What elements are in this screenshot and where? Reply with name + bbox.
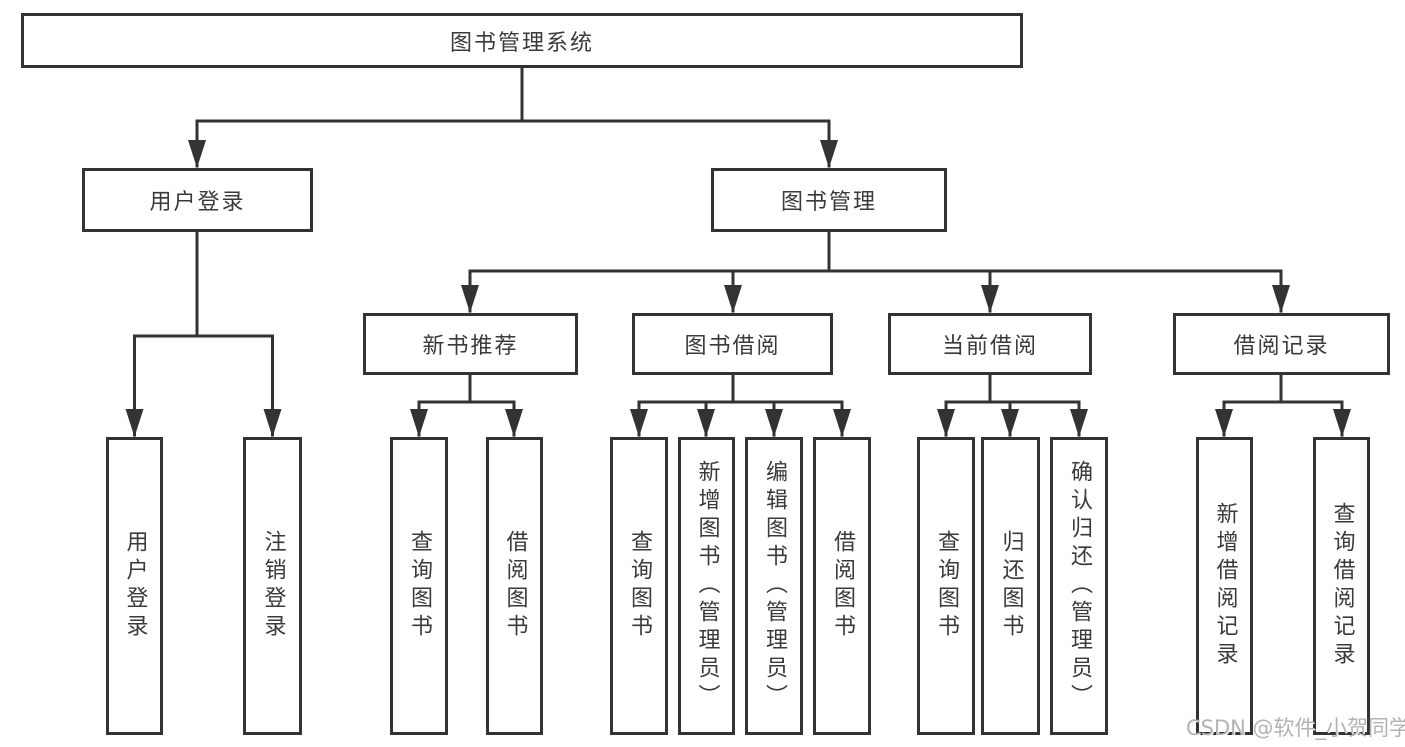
node-current-borrowing: 当前借阅 (888, 313, 1092, 375)
node-borrowing-records: 借阅记录 (1173, 313, 1390, 375)
node-label: 借阅图书 (502, 530, 528, 642)
node-borrow-books: 借阅图书 (813, 437, 871, 735)
node-user-login: 用户登录 (82, 168, 313, 232)
node-label: 归还图书 (998, 530, 1024, 642)
node-label: 图书管理 (780, 190, 877, 215)
node-query-books-borrowing: 查询图书 (610, 437, 668, 735)
node-label: 新书推荐 (422, 334, 519, 359)
node-label: 编辑图书（管理员） (762, 460, 787, 712)
node-book-management: 图书管理 (711, 168, 947, 232)
node-query-borrow-record: 查询借阅记录 (1313, 437, 1370, 735)
node-logout: 注销登录 (243, 437, 302, 735)
node-label: 借阅图书 (830, 530, 855, 642)
node-label: 图书借阅 (684, 334, 781, 359)
node-label: 当前借阅 (941, 334, 1038, 359)
node-return-books: 归还图书 (981, 437, 1040, 735)
node-user-login-action: 用户登录 (106, 437, 163, 735)
node-label: 查询图书 (627, 530, 652, 642)
node-add-borrow-record: 新增借阅记录 (1196, 437, 1253, 735)
node-label: 查询图书 (407, 530, 432, 642)
node-label: 查询借阅记录 (1329, 502, 1355, 670)
node-label: 借阅记录 (1233, 334, 1330, 359)
node-label: 用户登录 (149, 190, 246, 215)
arrowheads (125, 140, 1351, 437)
node-label: 注销登录 (260, 530, 286, 642)
node-book-borrowing: 图书借阅 (632, 313, 833, 375)
node-label: 确认归还（管理员） (1067, 460, 1092, 712)
node-query-books-current: 查询图书 (917, 437, 975, 735)
node-library-management-system: 图书管理系统 (21, 13, 1023, 68)
node-borrow-books-recommend: 借阅图书 (486, 437, 543, 735)
node-label: 用户登录 (122, 530, 148, 642)
node-label: 新增借阅记录 (1212, 502, 1238, 670)
node-label: 新增图书（管理员） (694, 460, 720, 712)
node-confirm-return-admin: 确认归还（管理员） (1050, 437, 1108, 735)
node-new-book-recommendation: 新书推荐 (363, 313, 578, 375)
node-label: 查询图书 (934, 530, 959, 642)
node-add-books-admin: 新增图书（管理员） (678, 437, 735, 735)
node-edit-books-admin: 编辑图书（管理员） (745, 437, 803, 735)
csdn-watermark: CSDN @软件_小贺同学 (1186, 716, 1405, 740)
node-label: 图书管理系统 (449, 30, 594, 56)
node-query-books-recommend: 查询图书 (390, 437, 448, 735)
